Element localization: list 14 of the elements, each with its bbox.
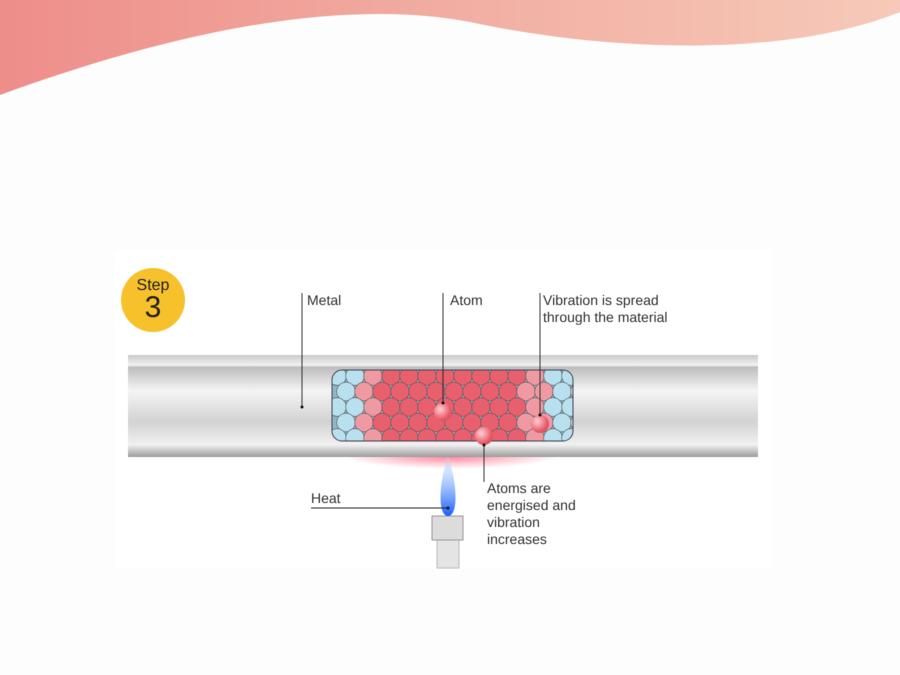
callout-label: Atoms are energised and vibration increases	[487, 480, 577, 548]
callout-label: Heat	[311, 490, 341, 507]
metal-bar	[128, 355, 758, 457]
leader-line	[442, 292, 444, 404]
callout-label: Atom	[450, 292, 483, 309]
step-label: Step	[136, 278, 170, 294]
leader-line	[300, 292, 304, 408]
callout-label: Metal	[307, 292, 342, 309]
step-number: 3	[144, 294, 162, 322]
leader-line	[538, 292, 542, 416]
callout-label: Vibration is spread through the material	[543, 292, 693, 326]
leader-line	[310, 506, 450, 510]
leader-line	[482, 444, 486, 482]
flame-icon	[438, 456, 458, 516]
